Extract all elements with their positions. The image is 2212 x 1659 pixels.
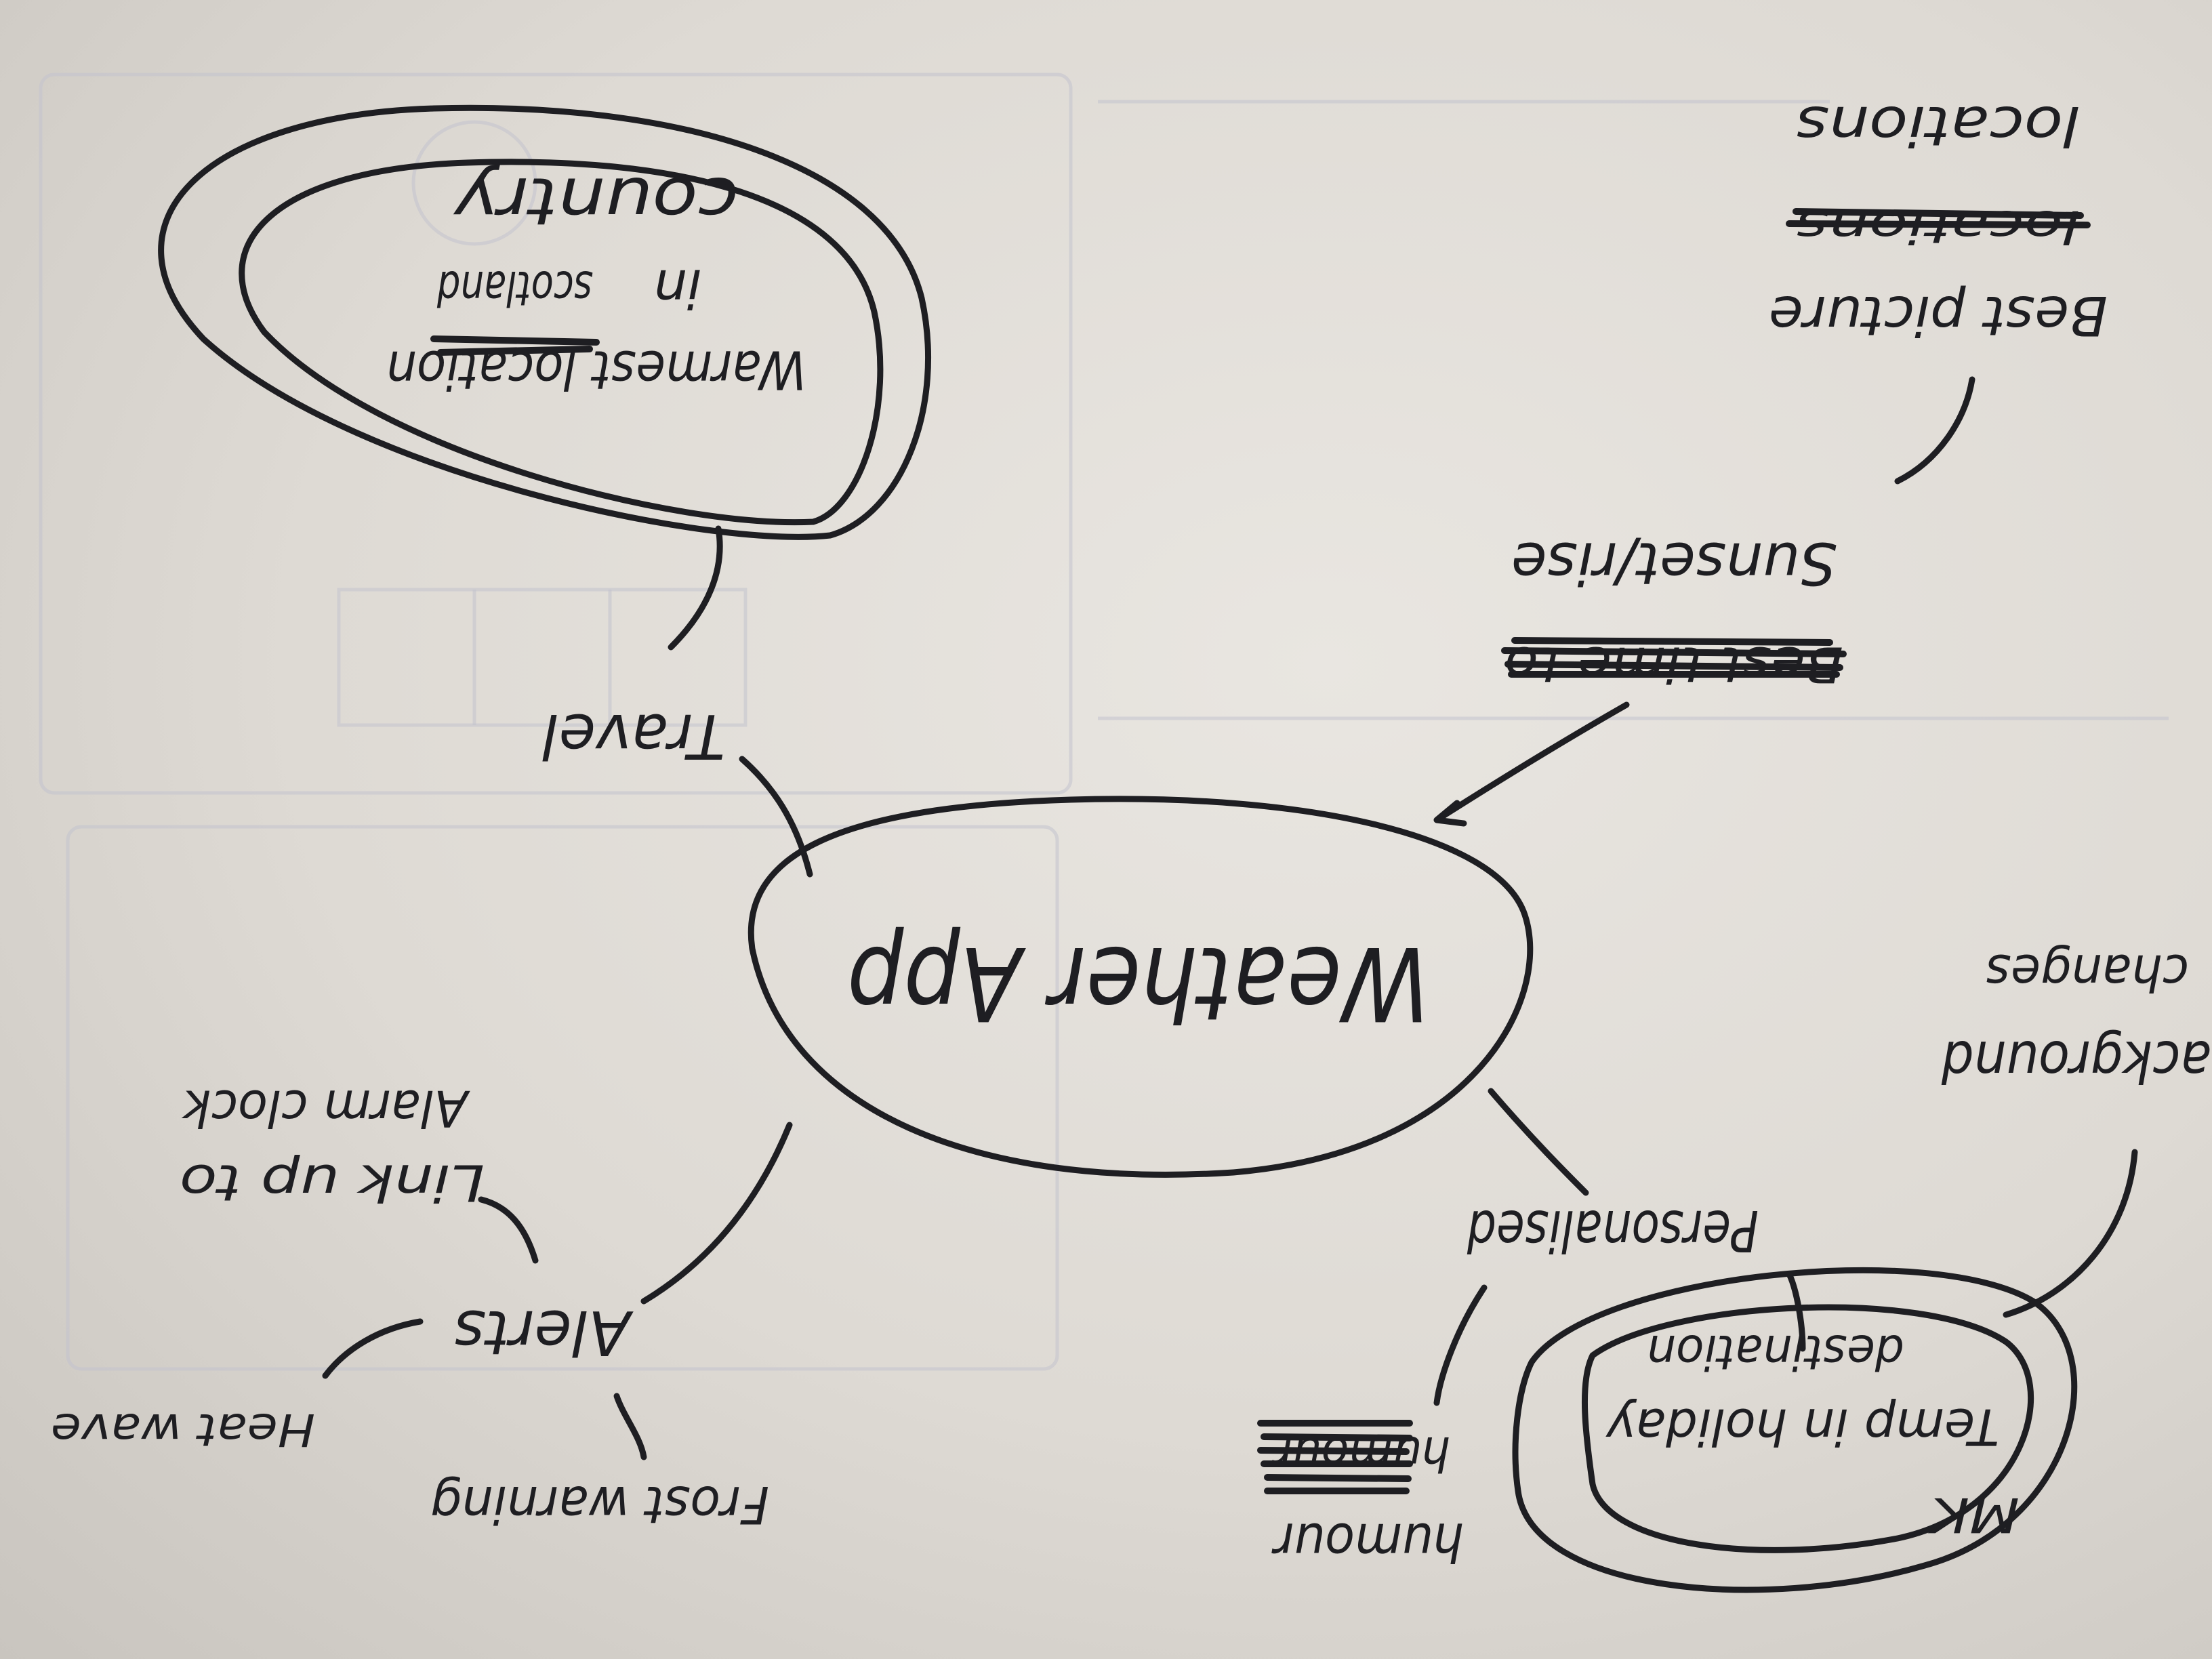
center-node-label: Weather App: [847, 924, 1430, 1042]
travel-child-line3: country: [453, 163, 739, 239]
connector-center-to-alerts: [640, 1122, 793, 1305]
connector-center-to-personalised: [1488, 1088, 1589, 1196]
travel-child-inner-ring: [239, 159, 884, 526]
alerts-label: Alerts: [454, 1296, 634, 1368]
connector-center-to-sunset: [1433, 701, 1630, 827]
connector-center-to-travel: [739, 756, 813, 878]
sunset-child-line2: locations: [1796, 94, 2081, 157]
humour-label: humour: [1271, 1511, 1464, 1572]
travel-child-struck: scotland: [437, 260, 593, 316]
branch-sunset: Best time to Sunset/rise Best picture lo…: [1433, 94, 2108, 827]
travel-strikethrough: [430, 335, 600, 356]
temp-child-line1: Temp in holiday: [1605, 1397, 1999, 1455]
alerts-heat-label: Heat wave: [51, 1404, 315, 1456]
temp-child-outer-ring: [1512, 1267, 2078, 1593]
sunset-child-strikethrough: [1786, 208, 2091, 228]
branch-travel: Travel Warmest location in scotland coun…: [158, 104, 932, 878]
connector-alerts-to-link: [478, 1196, 539, 1264]
travel-label: Travel: [542, 700, 725, 771]
temp-child-mark: MK: [1927, 1487, 2020, 1542]
center-node: Weather App: [747, 796, 1534, 1178]
temp-child-inner-ring: [1581, 1304, 2034, 1553]
connector-alerts-to-heat: [322, 1318, 424, 1379]
travel-child-outer-ring: [158, 104, 932, 540]
personalised-label: Personalised: [1467, 1197, 1759, 1264]
alerts-link-line1: Link up to: [180, 1153, 485, 1211]
center-node-outline: [747, 796, 1534, 1178]
temp-child-line2: destination: [1647, 1324, 1904, 1380]
travel-child-line2: in: [653, 258, 701, 319]
connector-sunset-to-picture: [1894, 376, 1975, 485]
sunset-strikethrough: [1501, 637, 1847, 678]
background-line1: Background: [1941, 1028, 2212, 1094]
connector-alerts-to-frost: [613, 1393, 647, 1460]
connector-temp-to-background: [1786, 1149, 2138, 1352]
branch-personalised: Personalised humour humour Temp in holid…: [1257, 943, 2212, 1593]
branch-alerts: Alerts Link up to Alarm clock Frost warn…: [51, 1078, 793, 1535]
background-line2: changes: [1986, 943, 2189, 1001]
alerts-link-line2: Alarm clock: [181, 1078, 470, 1136]
sunset-child-line1: Best picture: [1769, 284, 2108, 347]
connector-travel-to-warmest: [668, 525, 723, 651]
travel-child-line1: Warmest location: [386, 339, 806, 400]
sunset-label: Sunset/rise: [1511, 529, 1837, 597]
humour-strikethrough: [1257, 1420, 1413, 1494]
connector-personalised-to-humour: [1433, 1284, 1488, 1406]
alerts-frost-label: Frost warning: [430, 1475, 769, 1535]
